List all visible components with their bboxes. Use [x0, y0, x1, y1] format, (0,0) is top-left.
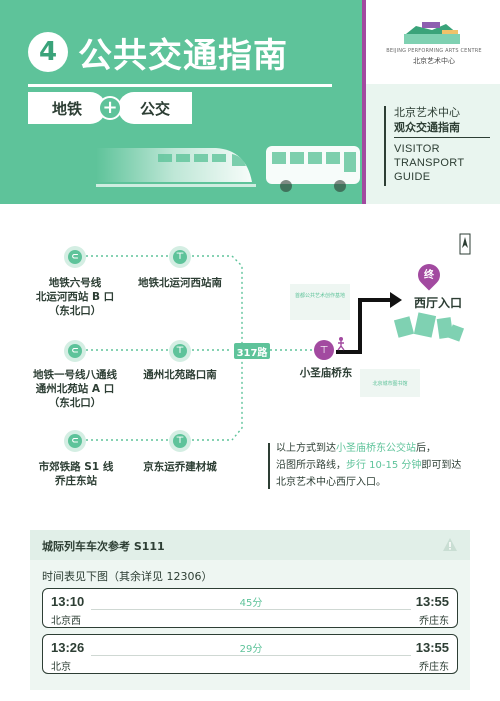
station-line: 市郊铁路 S1 线 [38, 461, 114, 473]
title-underline [28, 84, 332, 87]
brand-panel: BEIJING PERFORMING ARTS CENTRE 北京艺术中心 北京… [366, 0, 500, 204]
guide-cn-1: 北京艺术中心 [394, 106, 460, 119]
bus-stop-2: 通州北苑路口南 [143, 369, 217, 381]
station-line: 地铁六号线 [48, 277, 102, 289]
timetable-title: 城际列车车次参考 S111 [42, 540, 165, 553]
logo-text-cn: 北京艺术中心 [413, 57, 455, 65]
header-band: 4 公共交通指南 地铁 公交 + [0, 0, 362, 204]
timetable-row: 13:26 29分 13:55 北京 乔庄东 [42, 634, 458, 674]
row-line [91, 655, 411, 656]
guide-cn-2: 观众交通指南 [394, 121, 460, 134]
page-title: 公共交通指南 [78, 36, 288, 76]
note-text: 以上方式到达 [276, 443, 336, 454]
station-metro-6: 地铁六号线 北运河西站 B 口 （东北口） [20, 276, 130, 318]
train-bus-illustration [96, 146, 360, 192]
guide-en: VISITOR TRANSPORT GUIDE [394, 142, 464, 184]
station-line: 通州北苑站 A 口 [35, 383, 115, 395]
logo-text-en: BEIJING PERFORMING ARTS CENTRE [386, 48, 482, 54]
to-station: 乔庄东 [419, 662, 449, 673]
warning-icon [443, 538, 457, 551]
to-station: 乔庄东 [419, 616, 449, 627]
guide-en-3: GUIDE [394, 171, 431, 183]
destination-stop-label: 小圣庙桥东 [299, 367, 353, 379]
bus-stop-icon: ⊤ [169, 246, 191, 268]
note-highlight: 小圣庙桥东公交站 [336, 443, 416, 454]
station-line: 地铁一号线八通线 [33, 369, 117, 381]
note-text: 北京艺术中心西厅入口。 [276, 477, 386, 488]
note-text: 沿图所示路线， [276, 460, 346, 471]
station-s1: 市郊铁路 S1 线 乔庄东站 [24, 460, 128, 488]
from-station: 北京西 [51, 616, 81, 627]
route-map: ⊂ 地铁六号线 北运河西站 B 口 （东北口） ⊂ 地铁一号线八通线 通州北苑站… [0, 204, 500, 524]
plus-icon: + [98, 96, 122, 120]
station-line: （东北口） [48, 305, 102, 317]
bpac-logo [404, 22, 460, 44]
metro-icon: ⊂ [64, 430, 86, 452]
bus-stop-icon: ⊤ [169, 340, 191, 362]
duration: 29分 [239, 644, 263, 655]
bus-stop-icon: ⊤ [169, 430, 191, 452]
pill-bus: 公交 [118, 92, 192, 124]
walking-person-icon [336, 336, 346, 351]
timetable-card: 城际列车车次参考 S111 时间表见下图（其余详见 12306） 13:10 4… [30, 530, 470, 690]
station-metro-1: 地铁一号线八通线 通州北苑站 A 口 （东北口） [18, 368, 132, 410]
bus-stop-1: 地铁北运河西站南 [138, 277, 222, 289]
end-marker-label: 终 [424, 270, 434, 281]
timetable-subtitle: 时间表见下图（其余详见 12306） [42, 570, 213, 583]
from-station: 北京 [51, 662, 71, 673]
depart-time: 13:10 [51, 594, 85, 609]
station-line: 乔庄东站 [55, 475, 97, 487]
note-bar [268, 443, 270, 489]
section-number-badge: 4 [28, 32, 68, 72]
route-badge: 317路 [234, 343, 270, 359]
timetable-header: 城际列车车次参考 S111 [30, 530, 470, 560]
metro-icon: ⊂ [64, 340, 86, 362]
landmark-library: 北京城市图书馆 [372, 381, 408, 387]
row-line [91, 609, 411, 610]
destination-bus-icon: ⊤ [314, 340, 334, 360]
note-highlight: 步行 10-15 分钟 [346, 460, 422, 471]
destination-label: 西厅入口 [413, 296, 462, 310]
bus-stop-3: 京东运乔建材城 [143, 461, 217, 473]
guide-bar [384, 106, 386, 186]
guide-en-2: TRANSPORT [394, 157, 465, 169]
note-text: 后， [416, 443, 436, 454]
station-line: （东北口） [48, 397, 102, 409]
metro-icon: ⊂ [64, 246, 86, 268]
walking-note: 以上方式到达小圣庙桥东公交站后， 沿图所示路线，步行 10-15 分钟即可到达 … [268, 440, 486, 491]
note-text: 即可到达 [421, 460, 462, 471]
arrive-time: 13:55 [415, 594, 449, 609]
pill-metro: 地铁 [28, 92, 106, 124]
station-line: 北运河西站 B 口 [35, 291, 115, 303]
guide-en-1: VISITOR [394, 143, 440, 155]
header-divider [362, 0, 366, 204]
duration: 45分 [239, 598, 263, 609]
arrive-time: 13:55 [415, 640, 449, 655]
landmark-art-base: 首都公共艺术创作基地 [294, 293, 345, 299]
guide-separator [394, 137, 490, 138]
timetable-row: 13:10 45分 13:55 北京西 乔庄东 [42, 588, 458, 628]
depart-time: 13:26 [51, 640, 85, 655]
